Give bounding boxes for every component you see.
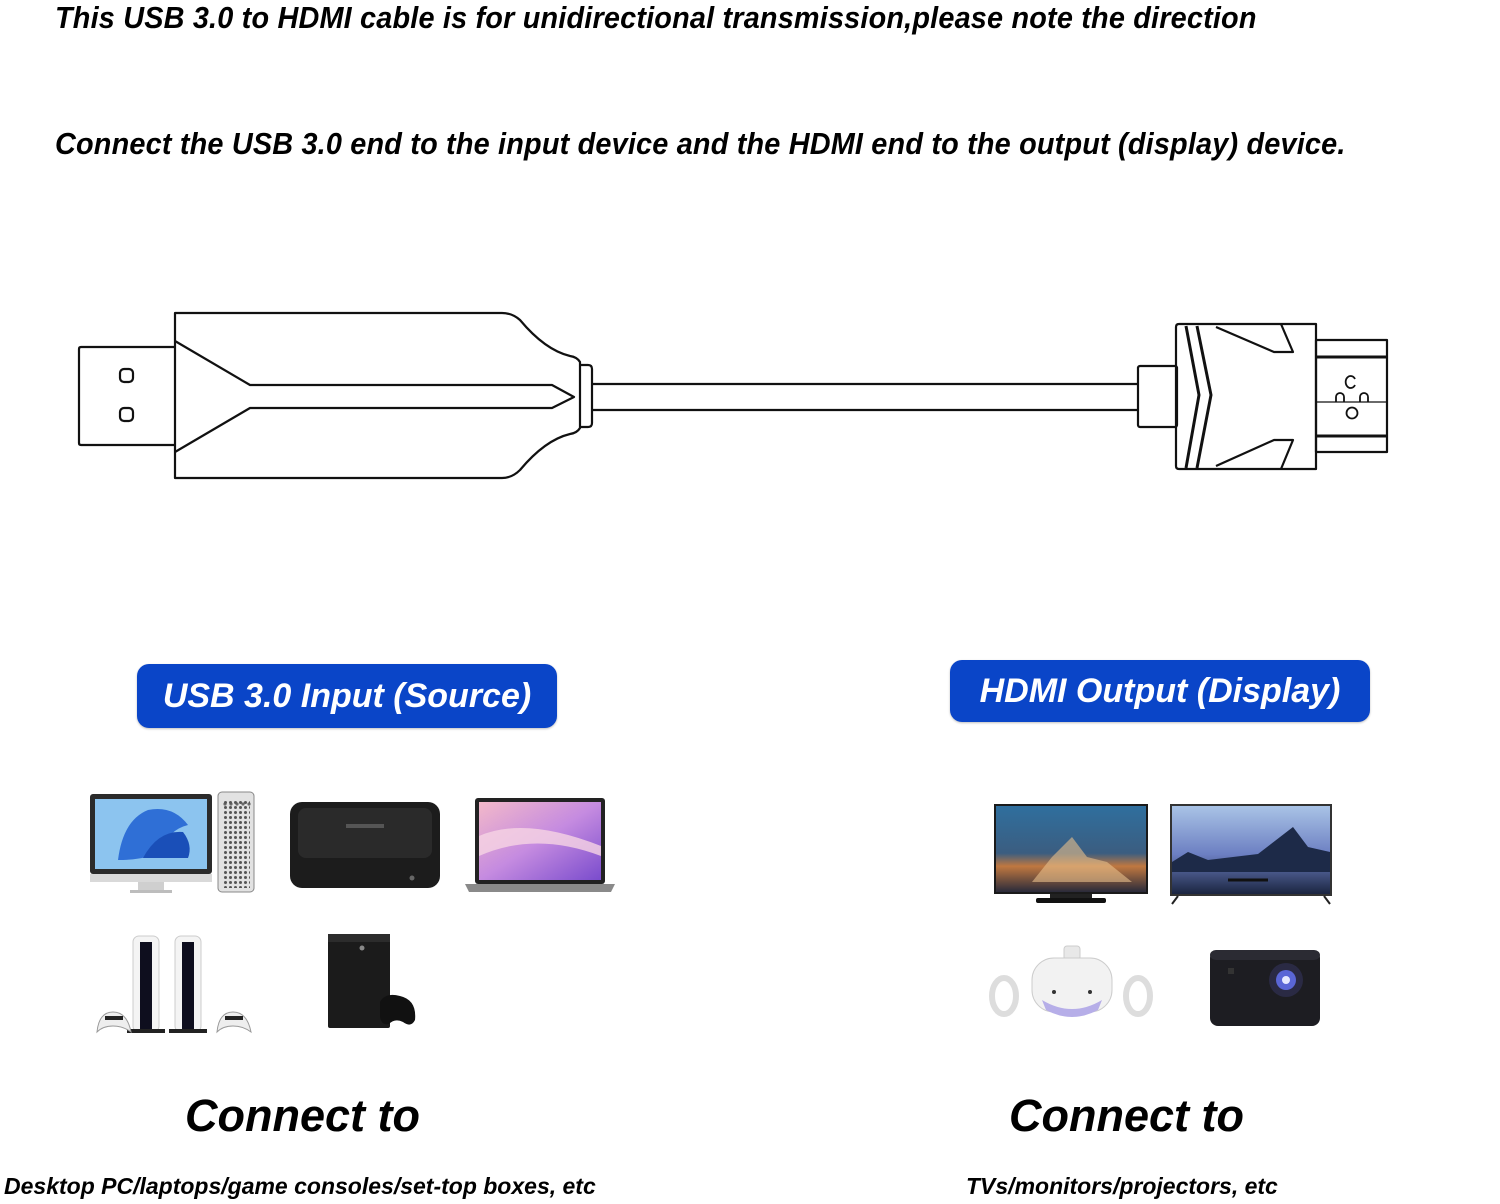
direction-warning: This USB 3.0 to HDMI cable is for unidir… <box>55 0 1257 35</box>
output-connect-label: Connect to <box>1009 1090 1244 1141</box>
hdmi-plug-icon <box>1136 322 1389 471</box>
hdmi-output-badge: HDMI Output (Display) <box>950 660 1370 722</box>
projector-icon <box>1208 946 1322 1032</box>
game-console-icon <box>95 930 255 1036</box>
vr-headset-icon <box>986 944 1158 1032</box>
usb-input-badge-label: USB 3.0 Input (Source) <box>162 676 532 715</box>
usb-input-badge: USB 3.0 Input (Source) <box>137 664 557 728</box>
tv-icon <box>1168 802 1334 908</box>
input-connect-label: Connect to <box>185 1090 420 1141</box>
output-devices-caption: TVs/monitors/projectors, etc <box>966 1173 1278 1199</box>
input-devices-caption: Desktop PC/laptops/game consoles/set-top… <box>4 1173 596 1199</box>
set-top-box-icon <box>288 800 442 892</box>
cable-diagram <box>0 300 1500 500</box>
desktop-icon <box>88 790 258 898</box>
laptop-icon <box>465 796 615 894</box>
usb-plug-icon <box>77 311 594 480</box>
monitor-icon <box>992 802 1150 908</box>
game-console-icon <box>325 932 420 1032</box>
connection-instruction: Connect the USB 3.0 end to the input dev… <box>55 126 1346 161</box>
hdmi-output-badge-label: HDMI Output (Display) <box>979 671 1341 710</box>
